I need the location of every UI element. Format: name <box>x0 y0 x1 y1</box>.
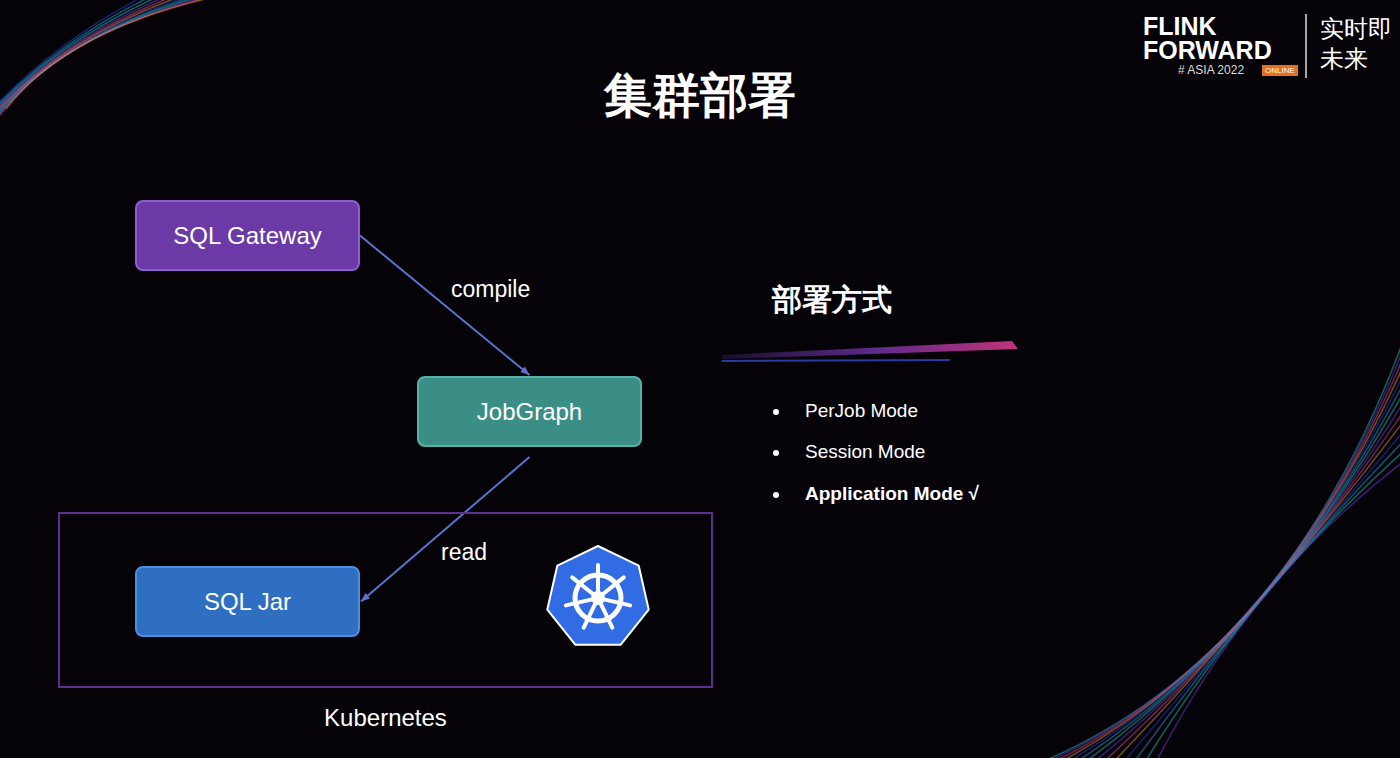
cluster-frame: KubernetesSQL Jar <box>58 512 713 688</box>
swirl-line <box>1044 344 1400 758</box>
box-label: SQL Gateway <box>173 222 322 250</box>
swirl-line <box>974 274 1400 758</box>
swirl-line <box>1114 414 1400 758</box>
logo-divider <box>1305 14 1307 78</box>
swirl-line <box>0 0 290 121</box>
flow-arrow <box>360 236 530 376</box>
logo-hub <box>591 591 605 605</box>
bullet-dot <box>773 492 779 498</box>
swirl-line <box>988 288 1400 758</box>
bullet-item: Session Mode <box>805 441 925 463</box>
swirl-line <box>1030 330 1400 758</box>
swirl-line <box>1086 386 1400 758</box>
kubernetes-logo <box>547 546 648 645</box>
logo-spoke <box>572 577 593 594</box>
frame-label: Kubernetes <box>60 704 711 732</box>
logo-spoke <box>604 599 630 605</box>
swirl-line <box>1072 372 1400 758</box>
edge-label: compile <box>448 276 533 303</box>
process-box: JobGraph <box>417 376 642 447</box>
bullet-dot <box>773 450 779 456</box>
process-box: SQL Jar <box>135 566 360 637</box>
swirl-line <box>1016 316 1400 758</box>
box-label: JobGraph <box>477 398 582 426</box>
box-label: SQL Jar <box>204 588 291 616</box>
swirl-line <box>0 0 220 163</box>
logo-spoke <box>601 603 613 627</box>
logo-text: FLINK FORWARD <box>1143 14 1293 62</box>
swirl-line <box>1142 442 1400 758</box>
swirl-line <box>6 0 310 109</box>
edge-label: read <box>438 539 490 566</box>
bullet-item: PerJob Mode <box>805 400 918 422</box>
logo-badge: ONLINE <box>1262 65 1298 76</box>
process-box: SQL Gateway <box>135 200 360 271</box>
heading-bar <box>722 341 1018 359</box>
logo-spoke <box>603 577 624 594</box>
logo-spoke <box>596 565 600 592</box>
swirl-line <box>1100 400 1400 758</box>
logo-subtext: # ASIA 2022 <box>1178 63 1244 77</box>
bullet-dot <box>773 409 779 415</box>
swirl-line <box>960 260 1400 758</box>
swirl-line <box>1002 302 1400 758</box>
section-heading: 部署方式 <box>772 280 892 321</box>
swirl-line <box>0 0 300 115</box>
logo-heptagon <box>547 546 648 645</box>
flow-arrow <box>361 457 530 602</box>
bullet-item: Application Mode √ <box>805 483 979 505</box>
logo-spoke <box>566 599 592 605</box>
logo-spoke <box>584 603 596 627</box>
logo-slogan: 实时即未来 <box>1320 14 1400 74</box>
heading-bar-line <box>722 360 950 361</box>
swirl-line <box>1128 428 1400 758</box>
swirl-line <box>1058 358 1400 758</box>
